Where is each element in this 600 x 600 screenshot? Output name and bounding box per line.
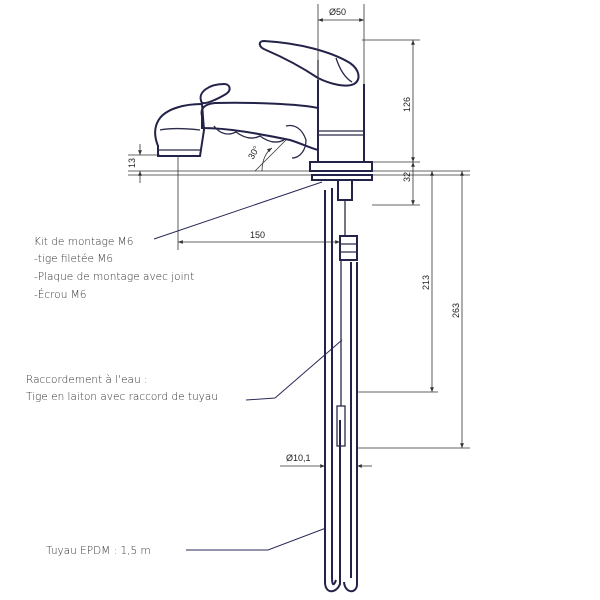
dim-rod-length: 213	[357, 171, 438, 393]
leader-water-connection	[245, 339, 343, 401]
dim-base-height: 32	[372, 162, 420, 206]
mounting-plate	[311, 174, 373, 181]
base-ring	[309, 161, 373, 172]
lever-handle	[258, 39, 360, 87]
label-water-connection-detail: Tige en laiton avec raccord de tuyau	[26, 391, 218, 403]
dim-total-length: 263	[357, 171, 470, 449]
dim-spout-reach-text: 150	[250, 230, 265, 240]
brass-connector	[339, 235, 358, 261]
label-water-connection: Raccordement à l'eau : Tige en laiton av…	[26, 374, 218, 403]
label-mounting-kit-title: Kit de montage M6	[34, 236, 133, 248]
leader-hose	[186, 527, 327, 551]
label-hose: Tuyau EPDM : 1,5 m	[46, 545, 151, 557]
mounting-nut	[337, 179, 353, 201]
label-mounting-kit-item-3: -Écrou M6	[34, 288, 86, 301]
dim-top-diameter-text: Ø50	[329, 7, 346, 17]
dim-spout-angle: 30°	[246, 139, 287, 172]
spout	[200, 101, 319, 151]
dim-lever-height-text: 126	[402, 97, 412, 112]
faucet-body	[154, 39, 373, 172]
leader-mounting-kit	[153, 181, 323, 240]
spray-nozzle	[154, 102, 206, 157]
dim-pipe-diameter-text: Ø10,1	[286, 453, 311, 463]
spray-head	[199, 82, 231, 105]
dim-spout-reach: 150	[177, 156, 340, 250]
dim-top-diameter: Ø50	[317, 4, 365, 84]
dim-pipe-diameter: Ø10,1	[280, 453, 372, 468]
dim-spout-angle-text: 30°	[246, 144, 262, 161]
dim-lever-height: 126	[362, 39, 420, 163]
dim-base-height-text: 32	[402, 172, 412, 182]
dim-total-length-text: 263	[451, 303, 461, 318]
epdm-hose	[324, 188, 358, 593]
label-mounting-kit-item-1: -tige filetée M6	[34, 253, 113, 265]
dim-spout-height: 13	[127, 144, 160, 183]
dim-spout-height-text: 13	[127, 158, 137, 168]
label-mounting-kit: Kit de montage M6 -tige filetée M6 -Plaq…	[34, 236, 194, 301]
label-water-connection-title: Raccordement à l'eau :	[26, 374, 148, 386]
cartridge-body	[317, 80, 365, 163]
mounting-assembly	[311, 174, 373, 261]
label-mounting-kit-item-2: -Plaque de montage avec joint	[34, 271, 194, 283]
dim-rod-length-text: 213	[421, 275, 431, 290]
